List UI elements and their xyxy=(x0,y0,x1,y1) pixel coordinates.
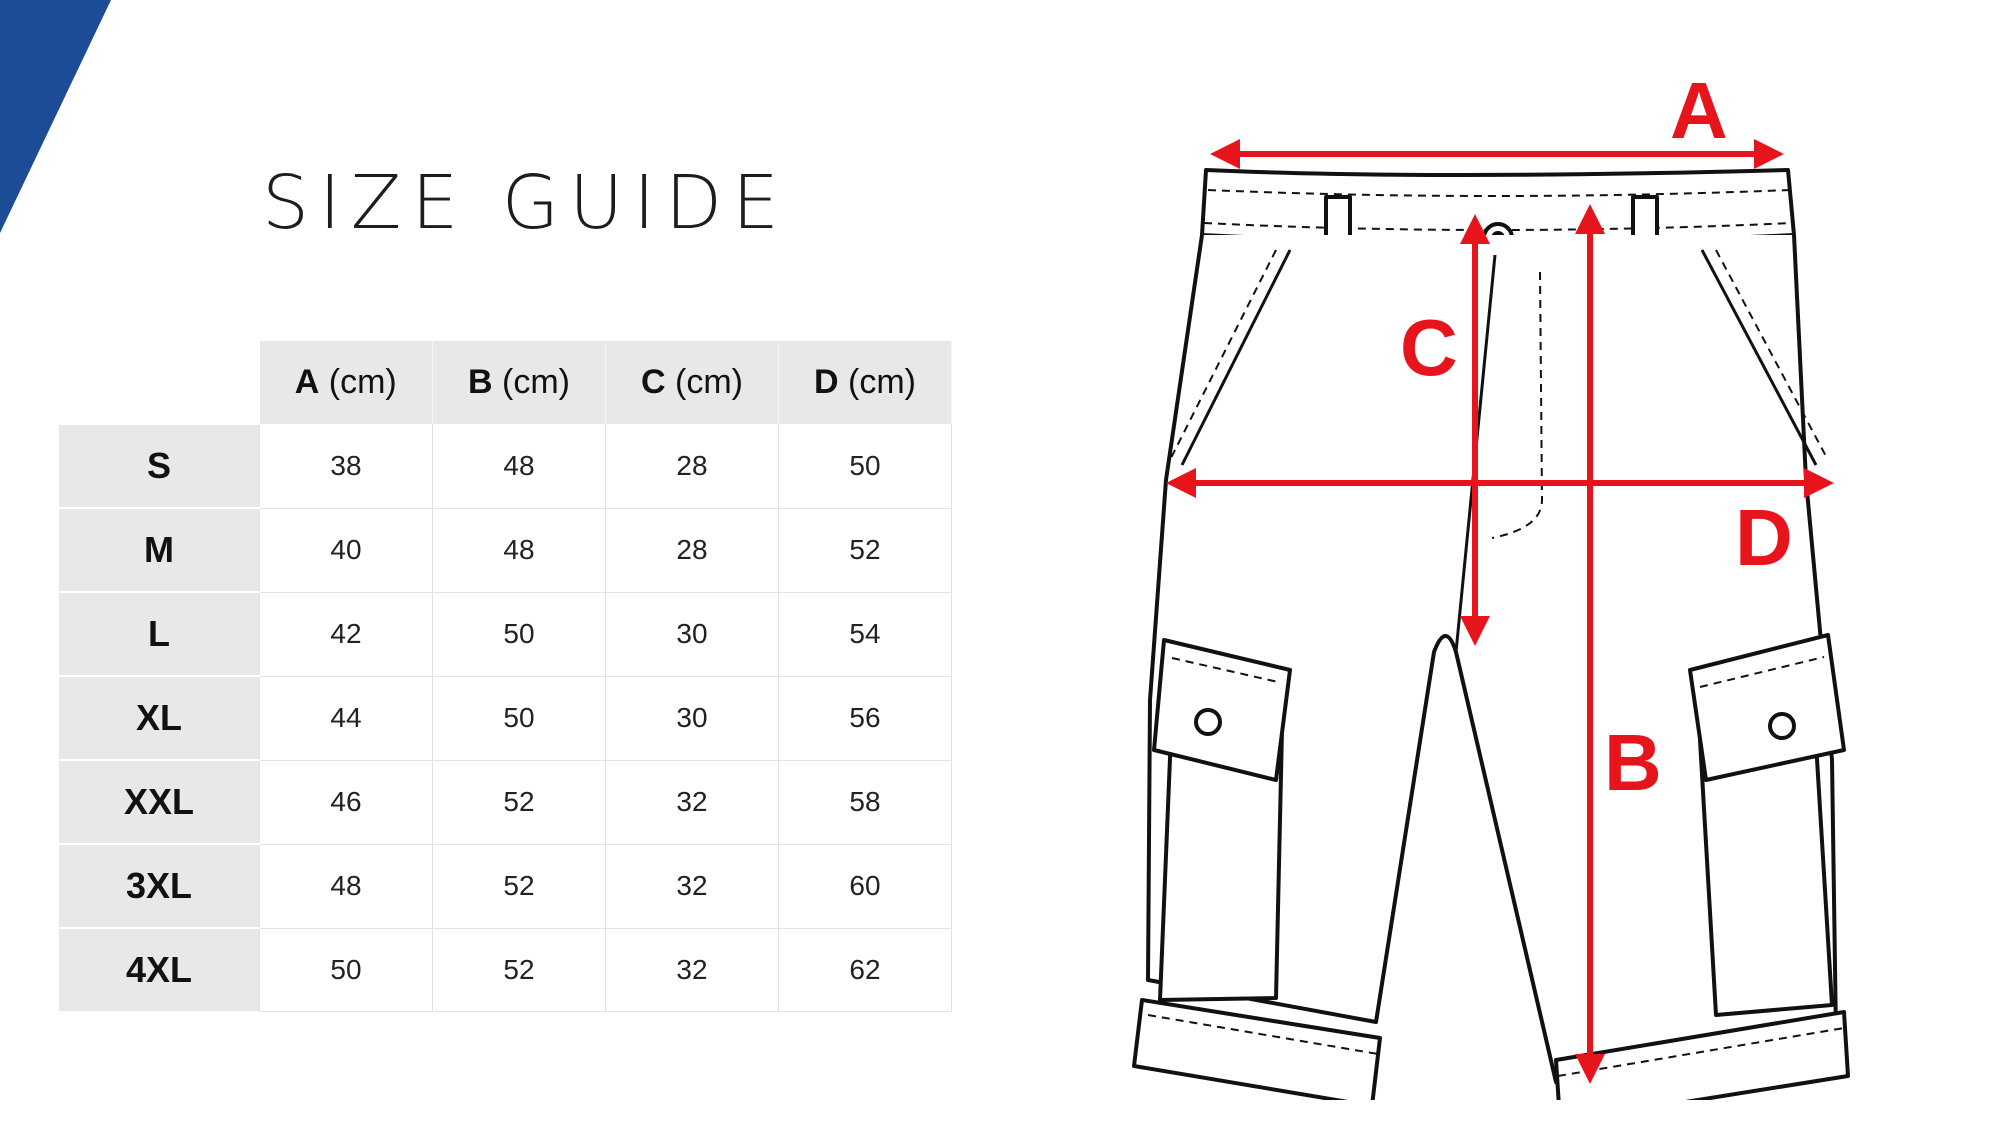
value-cell: 50 xyxy=(778,424,952,509)
corner-accent xyxy=(0,0,111,233)
value-cell: 62 xyxy=(778,928,952,1012)
value-cell: 42 xyxy=(259,592,433,677)
value-cell: 28 xyxy=(605,508,779,593)
value-cell: 52 xyxy=(432,760,606,845)
label-a: A xyxy=(1670,66,1728,155)
table-row: XL 44 50 30 56 xyxy=(59,675,952,761)
table-row: S 38 48 28 50 xyxy=(59,423,952,509)
size-label: XXL xyxy=(59,759,260,844)
column-header-b: B (cm) xyxy=(432,341,606,424)
value-cell: 56 xyxy=(778,676,952,761)
value-cell: 50 xyxy=(259,928,433,1012)
size-label: XL xyxy=(59,675,260,760)
value-cell: 52 xyxy=(432,844,606,929)
value-cell: 54 xyxy=(778,592,952,677)
value-cell: 44 xyxy=(259,676,433,761)
header-corner xyxy=(59,341,260,424)
value-cell: 32 xyxy=(605,928,779,1012)
value-cell: 50 xyxy=(432,676,606,761)
size-label: 4XL xyxy=(59,927,260,1011)
label-c: C xyxy=(1400,303,1458,392)
value-cell: 40 xyxy=(259,508,433,593)
value-cell: 52 xyxy=(778,508,952,593)
value-cell: 32 xyxy=(605,844,779,929)
table-header-row: A (cm) B (cm) C (cm) D (cm) xyxy=(59,341,952,424)
value-cell: 60 xyxy=(778,844,952,929)
value-cell: 48 xyxy=(432,508,606,593)
label-d: D xyxy=(1735,493,1793,582)
column-header-a: A (cm) xyxy=(259,341,433,424)
column-header-c: C (cm) xyxy=(605,341,779,424)
value-cell: 50 xyxy=(432,592,606,677)
table-row: 4XL 50 52 32 62 xyxy=(59,927,952,1012)
value-cell: 58 xyxy=(778,760,952,845)
size-label: L xyxy=(59,591,260,676)
value-cell: 52 xyxy=(432,928,606,1012)
table-row: XXL 46 52 32 58 xyxy=(59,759,952,845)
value-cell: 46 xyxy=(259,760,433,845)
value-cell: 30 xyxy=(605,592,779,677)
size-label: M xyxy=(59,507,260,592)
size-table: A (cm) B (cm) C (cm) D (cm) S 38 48 28 5… xyxy=(59,341,952,1012)
value-cell: 28 xyxy=(605,424,779,509)
value-cell: 38 xyxy=(259,424,433,509)
table-row: L 42 50 30 54 xyxy=(59,591,952,677)
value-cell: 48 xyxy=(259,844,433,929)
table-row: 3XL 48 52 32 60 xyxy=(59,843,952,929)
column-header-d: D (cm) xyxy=(778,341,952,424)
shorts-diagram: A B C D xyxy=(1132,66,1850,1100)
size-label: S xyxy=(59,423,260,508)
value-cell: 48 xyxy=(432,424,606,509)
value-cell: 30 xyxy=(605,676,779,761)
shorts-outline xyxy=(1132,168,1850,1100)
page-title: SIZE GUIDE xyxy=(262,160,789,246)
table-row: M 40 48 28 52 xyxy=(59,507,952,593)
label-b: B xyxy=(1604,718,1662,807)
value-cell: 32 xyxy=(605,760,779,845)
size-label: 3XL xyxy=(59,843,260,928)
measurement-arrows xyxy=(1166,139,1834,1084)
